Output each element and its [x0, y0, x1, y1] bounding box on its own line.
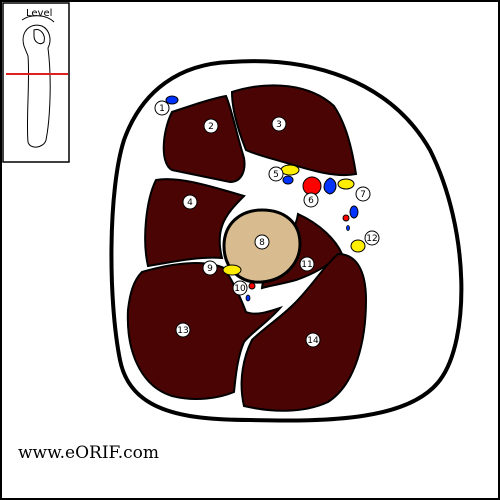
artery-7 — [342, 214, 350, 222]
label-text-11: 11 — [301, 260, 312, 270]
label-marker-12: 12 — [364, 230, 380, 246]
label-text-13: 13 — [177, 326, 188, 336]
label-text-10: 10 — [234, 284, 246, 294]
label-text-5: 5 — [273, 170, 279, 180]
label-marker-7: 7 — [355, 186, 371, 202]
label-circle-13 — [175, 322, 191, 338]
label-circle-5 — [268, 166, 284, 182]
artery-10 — [248, 282, 256, 290]
label-text-7: 7 — [360, 190, 366, 200]
level-label: Level — [26, 8, 52, 19]
label-circle-12 — [364, 230, 380, 246]
vein-7b — [346, 225, 350, 231]
label-text-4: 4 — [187, 198, 193, 208]
vein-5 — [282, 175, 294, 185]
nerve-9 — [222, 264, 242, 276]
label-text-14: 14 — [307, 336, 319, 346]
label-text-9: 9 — [207, 264, 213, 274]
label-marker-6: 6 — [303, 192, 319, 208]
muscle-2 — [162, 94, 246, 184]
label-text-12: 12 — [366, 234, 377, 244]
humeral-head-icon — [33, 29, 45, 45]
watermark-text: www.eORIF.com — [18, 443, 159, 463]
label-text-2: 2 — [208, 122, 214, 132]
label-marker-8: 8 — [254, 234, 270, 250]
muscle-14 — [240, 252, 368, 412]
label-circle-2 — [203, 118, 219, 134]
humerus-outline-icon — [22, 24, 51, 148]
label-text-8: 8 — [259, 238, 265, 248]
artery-6 — [302, 176, 322, 196]
nerve-5 — [280, 164, 300, 176]
muscle-4 — [144, 178, 246, 268]
label-marker-11: 11 — [299, 256, 315, 272]
label-marker-13: 13 — [175, 322, 191, 338]
label-marker-3: 3 — [271, 116, 287, 132]
label-marker-10: 10 — [232, 280, 248, 296]
label-circle-9 — [202, 260, 218, 276]
nerve-7 — [337, 178, 355, 190]
label-circle-4 — [182, 194, 198, 210]
label-circle-6 — [303, 192, 319, 208]
label-marker-2: 2 — [203, 118, 219, 134]
vein-7 — [349, 205, 359, 219]
muscle-3 — [230, 84, 358, 177]
label-marker-9: 9 — [202, 260, 218, 276]
label-circle-1 — [154, 100, 170, 116]
nerve-12 — [350, 239, 366, 253]
label-text-6: 6 — [308, 196, 314, 206]
label-circle-7 — [355, 186, 371, 202]
acromion-icon — [21, 15, 55, 23]
label-circle-11 — [299, 256, 315, 272]
label-marker-14: 14 — [305, 332, 321, 348]
label-marker-5: 5 — [268, 166, 284, 182]
label-circle-8 — [254, 234, 270, 250]
label-circle-10 — [232, 280, 248, 296]
vein-1 — [165, 95, 179, 105]
vein-6 — [323, 177, 337, 195]
label-text-1: 1 — [159, 104, 165, 114]
label-circle-14 — [305, 332, 321, 348]
label-marker-1: 1 — [154, 100, 170, 116]
label-marker-4: 4 — [182, 194, 198, 210]
vein-10 — [245, 294, 251, 302]
label-text-3: 3 — [276, 120, 282, 130]
level-inset: Level — [2, 2, 70, 163]
label-circle-3 — [271, 116, 287, 132]
